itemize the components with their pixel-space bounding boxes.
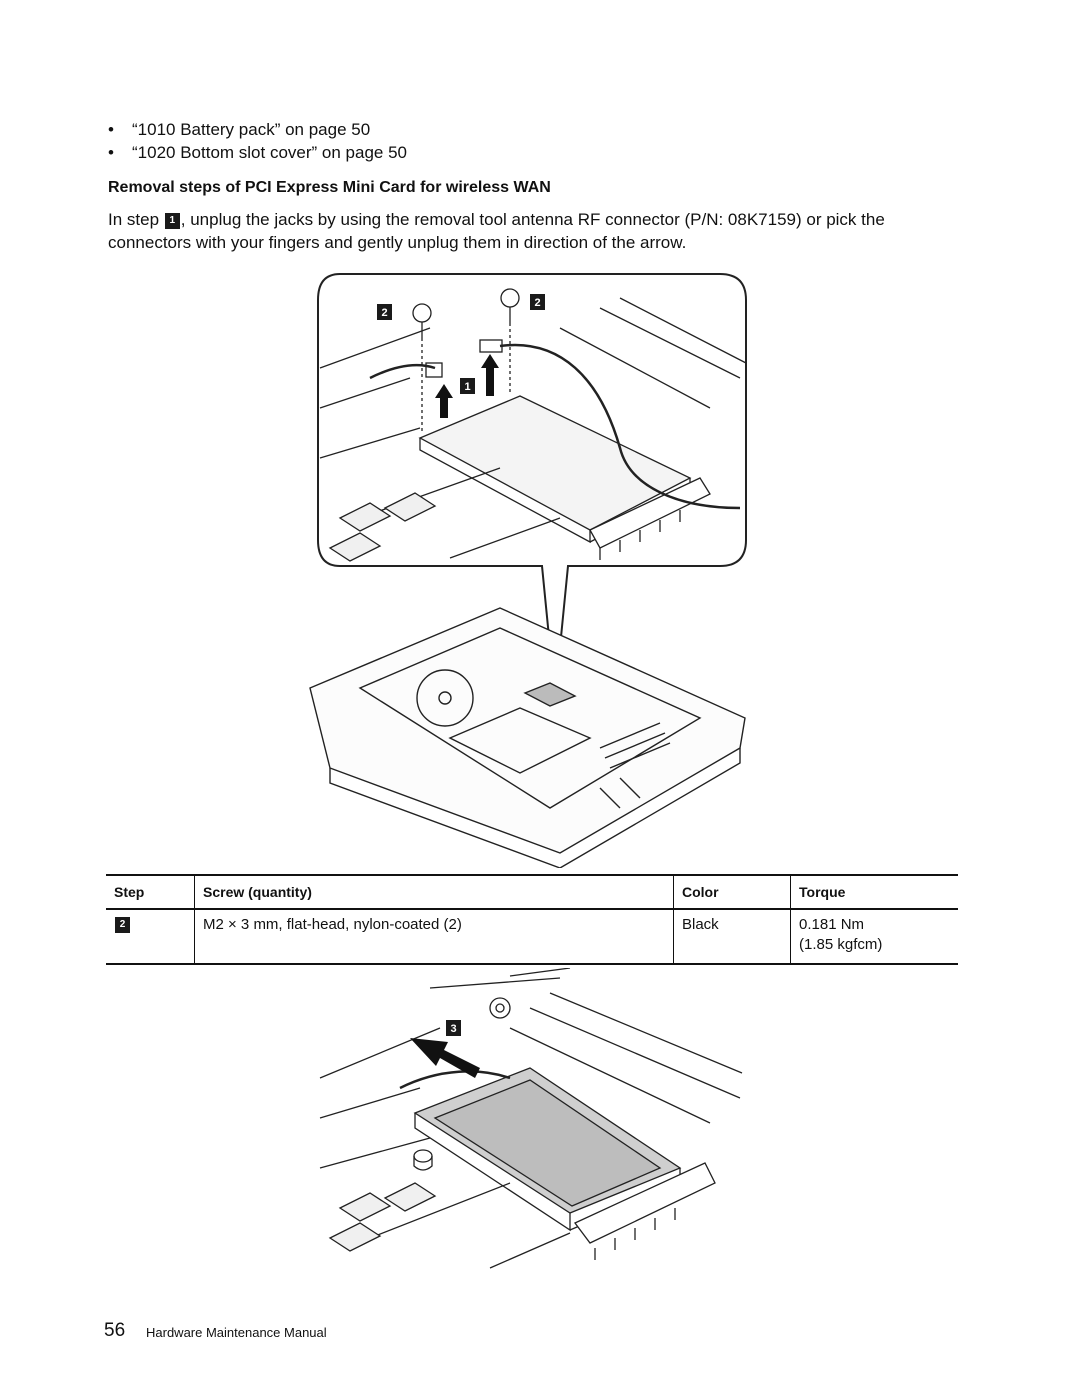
table-header-row: Step Screw (quantity) Color Torque (106, 874, 958, 910)
header-color: Color (673, 874, 791, 910)
instruction-paragraph: In step 1, unplug the jacks by using the… (108, 210, 885, 252)
header-screw: Screw (quantity) (194, 874, 674, 910)
step-badge: 2 (115, 917, 130, 934)
cell-step: 2 (106, 909, 195, 965)
prerequisite-item: • “1020 Bottom slot cover” on page 50 (108, 143, 407, 162)
step-label-2-right: 2 (534, 297, 540, 309)
header-torque: Torque (790, 874, 958, 910)
step-label-3: 3 (450, 1023, 456, 1035)
prerequisite-link-bottom-cover[interactable]: “1020 Bottom slot cover” on page 50 (132, 143, 407, 162)
table-row: 2 M2 × 3 mm, flat-head, nylon-coated (2)… (106, 909, 958, 965)
step-label-1: 1 (464, 381, 470, 393)
prerequisite-item: • “1010 Battery pack” on page 50 (108, 120, 371, 139)
screw-table: Step Screw (quantity) Color Torque 2 M2 … (106, 874, 958, 965)
figure-remove-card: 3 (319, 968, 743, 1269)
cell-color: Black (673, 909, 791, 965)
section-heading: Removal steps of PCI Express Mini Card f… (108, 179, 551, 196)
page-number: 56 (104, 1320, 126, 1341)
header-step: Step (106, 874, 195, 910)
step-label-2-left: 2 (381, 307, 387, 319)
cell-torque: 0.181 Nm (1.85 kgfcm) (790, 909, 958, 965)
figure-unplug-antenna: 2 2 1 (309, 273, 747, 868)
prerequisite-list: • “1010 Battery pack” on page 50 • “1020… (108, 118, 407, 164)
manual-title: Hardware Maintenance Manual (146, 1325, 327, 1340)
step-badge: 1 (164, 212, 180, 229)
cell-screw: M2 × 3 mm, flat-head, nylon-coated (2) (194, 909, 674, 965)
prerequisite-link-battery[interactable]: “1010 Battery pack” on page 50 (132, 120, 371, 139)
